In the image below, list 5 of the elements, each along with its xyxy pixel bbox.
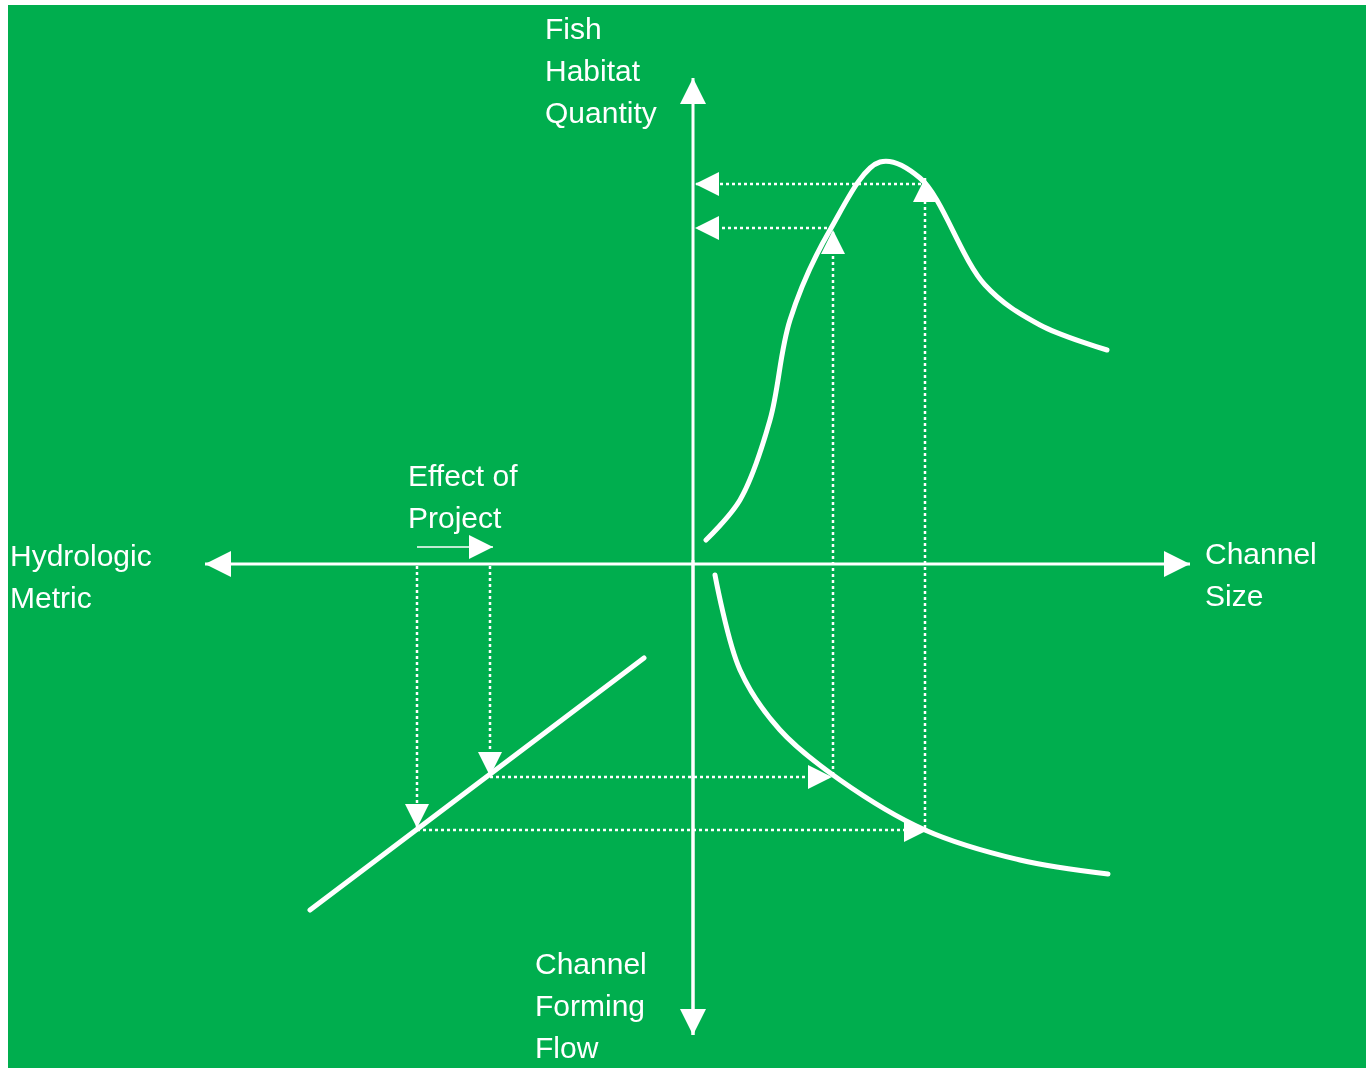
axis-label: Hydrologic Metric — [10, 538, 153, 616]
axis-label: Channel Size — [1205, 536, 1318, 614]
axis-label: Fish Habitat Quantity — [545, 11, 658, 131]
axis-label: Effect of Project — [408, 458, 519, 536]
axis-label: Channel Forming Flow — [535, 946, 648, 1066]
